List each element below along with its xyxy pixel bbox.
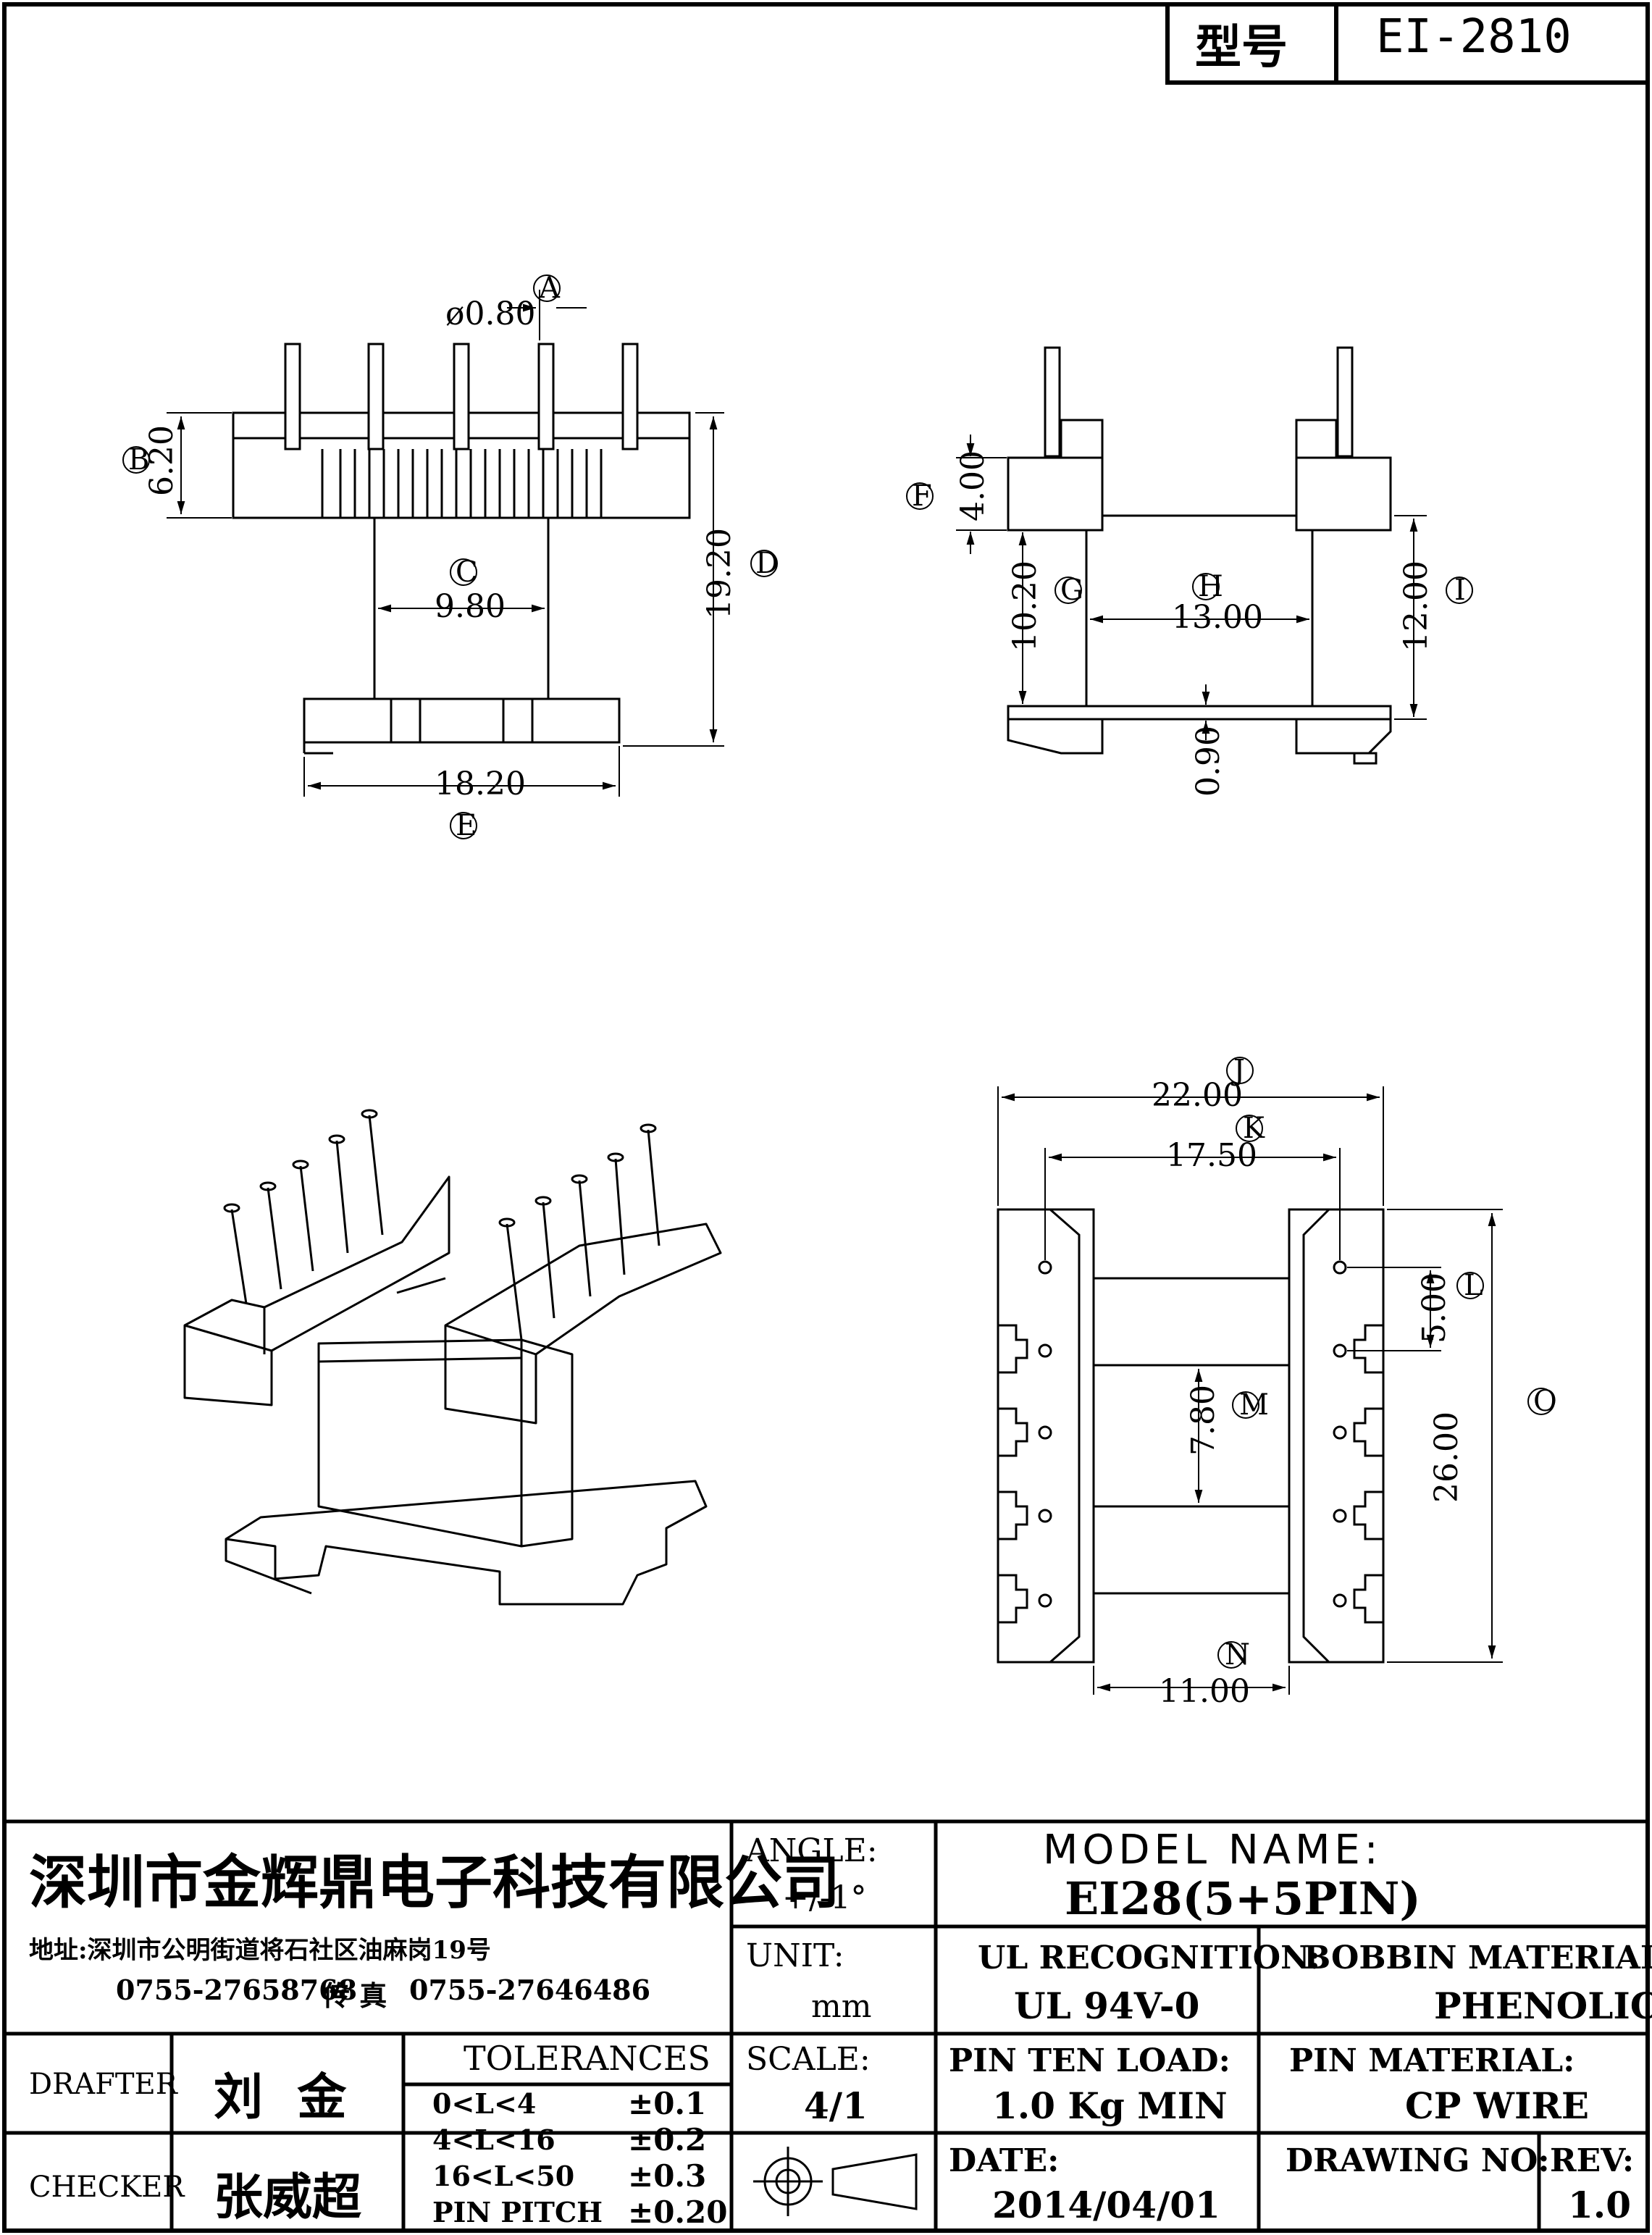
tolerances-label: TOLERANCES [464, 2039, 710, 2078]
checker-label: CHECKER [29, 2171, 185, 2204]
model-name-value: EI28(5+5PIN) [1065, 1872, 1421, 1925]
model-name-label: MODEL NAME: [1043, 1827, 1383, 1874]
isometric-view [183, 1109, 722, 1606]
bottom-view-dims [997, 1086, 1503, 1695]
pin-load-value: 1.0 Kg MIN [992, 2084, 1228, 2127]
checker-name: 张威超 [214, 2168, 362, 2226]
dim-j-label: J [1233, 1054, 1246, 1087]
pin-material-value: CP WIRE [1405, 2084, 1590, 2127]
title-block-grid [4, 1819, 1648, 2231]
dim-o-value: 26.00 [1428, 1412, 1465, 1503]
dim-c-label: C [456, 555, 478, 589]
dim-i-value: 12.00 [1398, 561, 1435, 652]
pin-material-label: PIN MATERIAL: [1289, 2042, 1575, 2079]
bobbin-value: PHENOLIC [1434, 1984, 1652, 2027]
tolerance-row: 4<L<16 ±0.2 [432, 2122, 722, 2158]
dim-j-value: 22.00 [1152, 1077, 1243, 1114]
dim-i-label: I [1454, 574, 1466, 607]
dim-h-value: 13.00 [1172, 599, 1263, 636]
type-label: 型号 [1195, 20, 1288, 75]
tolerance-row: 0<L<4 ±0.1 [432, 2086, 722, 2122]
tolerance-range: 16<L<50 [432, 2160, 575, 2192]
dimension-balloons [122, 274, 1555, 1669]
dim-m-label: M [1239, 1388, 1269, 1422]
dim-o-label: O [1533, 1385, 1557, 1418]
ul-value: UL 94V-0 [1014, 1984, 1200, 2027]
company-address: 地址:深圳市公明街道将石社区油麻岗19号 [29, 1936, 491, 1965]
ul-label: UL RECOGNITION: [978, 1940, 1320, 1976]
drawing-no-label: DRAWING NO: [1286, 2142, 1550, 2179]
bobbin-label: BOBBIN MATERIAL: [1304, 1940, 1652, 1976]
front-view [232, 343, 691, 755]
dim-f-value: 4.00 [955, 450, 991, 521]
tolerance-value: ±0.1 [628, 2086, 707, 2121]
tolerance-value: ±0.2 [628, 2122, 707, 2158]
scale-label: SCALE: [746, 2041, 871, 2078]
company-name: 深圳市金辉鼎电子科技有限公司 [29, 1848, 840, 1916]
dim-base-gap-value: 0.90 [1190, 726, 1227, 797]
dim-e-value: 18.20 [435, 766, 526, 802]
dim-l-value: 5.00 [1416, 1272, 1453, 1343]
dim-k-value: 17.50 [1166, 1137, 1257, 1174]
scale-value: 4/1 [804, 2084, 868, 2127]
projection-symbol-icon [753, 2147, 918, 2216]
tolerance-row: PIN PITCH ±0.20 [432, 2194, 727, 2231]
dim-d-label: D [755, 547, 779, 580]
drafter-name: 刘 金 [214, 2068, 347, 2126]
tolerance-table: 0<L<4 ±0.1 4<L<16 ±0.2 16<L<50 ±0.3 PIN … [432, 2086, 727, 2231]
header-box [1165, 2, 1650, 85]
dim-b-label: B [128, 443, 150, 477]
dim-n-value: 11.00 [1159, 1673, 1250, 1710]
dim-a-label: A [539, 272, 560, 305]
tolerance-range: 4<L<16 [432, 2123, 555, 2156]
rev-label: REV: [1550, 2142, 1635, 2179]
dim-f-label: F [912, 479, 932, 513]
date-label: DATE: [949, 2142, 1060, 2179]
tolerance-value: ±0.20 [628, 2194, 728, 2230]
angle-value: +/-1° [782, 1879, 867, 1916]
tolerance-value: ±0.3 [628, 2158, 707, 2194]
angle-label: ANGLE: [746, 1832, 878, 1869]
bottom-view [997, 1208, 1385, 1664]
rev-value: 1.0 [1568, 2184, 1631, 2226]
dim-l-label: L [1464, 1269, 1483, 1302]
dim-m-value: 7.80 [1185, 1385, 1222, 1456]
dim-a-value: ø0.80 [445, 295, 536, 332]
date-value: 2014/04/01 [992, 2184, 1220, 2226]
dim-k-label: K [1243, 1112, 1265, 1145]
pin-load-label: PIN TEN LOAD: [949, 2042, 1230, 2079]
dim-g-label: G [1060, 574, 1083, 607]
dim-e-label: E [456, 809, 477, 842]
dim-g-value: 10.20 [1007, 561, 1044, 652]
company-phone: 0755-27658768 [116, 1974, 358, 2006]
drafter-label: DRAFTER [29, 2068, 177, 2101]
tolerance-range: 0<L<4 [432, 2087, 537, 2120]
unit-label: UNIT: [746, 1937, 844, 1974]
dim-c-value: 9.80 [435, 588, 506, 625]
fax-label: 传 真 [322, 1979, 387, 2012]
dim-h-label: H [1198, 570, 1223, 603]
company-fax: 0755-27646486 [409, 1974, 651, 2006]
dim-n-label: N [1225, 1638, 1250, 1672]
tolerance-row: 16<L<50 ±0.3 [432, 2158, 722, 2194]
dim-d-value: 19.20 [701, 528, 738, 619]
side-view-dims [956, 435, 1427, 740]
tolerance-range: PIN PITCH [432, 2196, 603, 2228]
type-value: EI-2810 [1376, 10, 1572, 64]
unit-value: mm [811, 1988, 872, 2025]
side-view [1007, 346, 1392, 765]
front-view-dims [167, 290, 724, 797]
